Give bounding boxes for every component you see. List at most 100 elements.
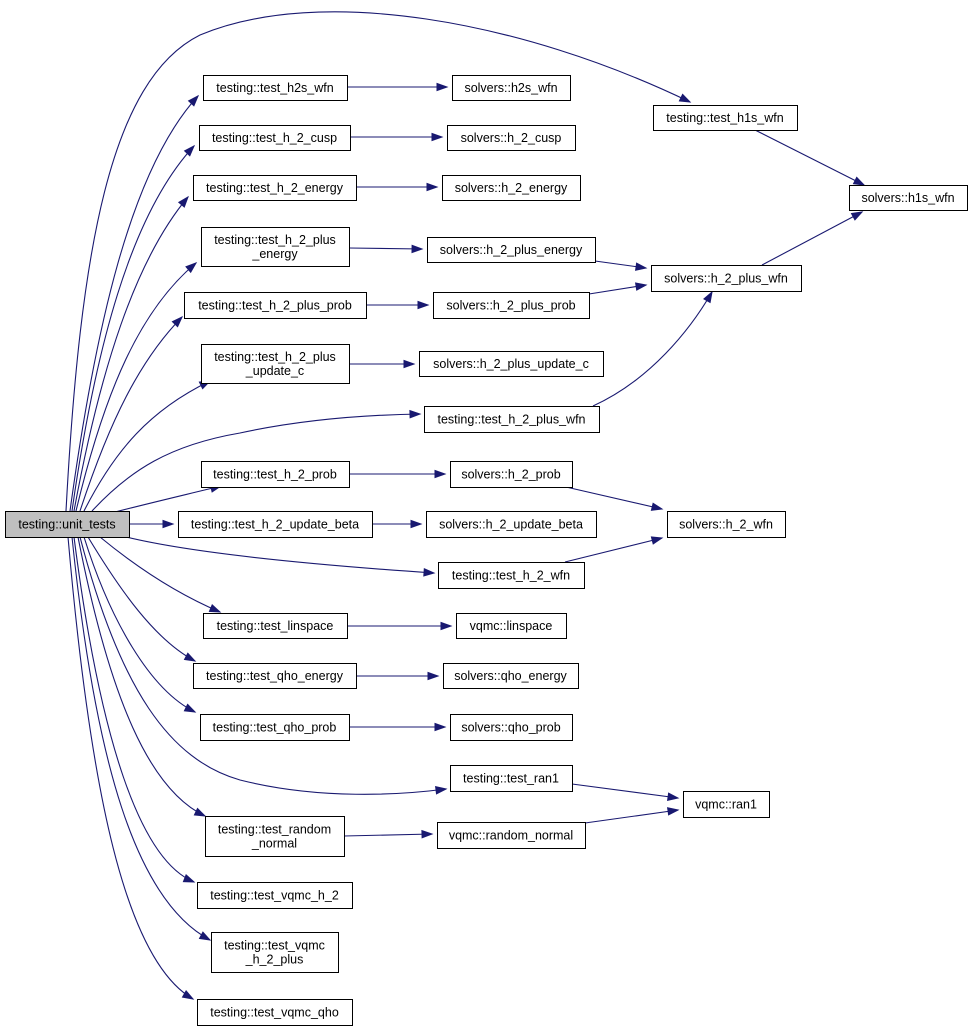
edge-test_h2s_wfn-to-h2s_wfn [347, 82, 449, 92]
node-random-normal[interactable]: vqmc::random_normal [437, 822, 586, 849]
edge-h_2_prob-to-h_2_wfn [565, 486, 664, 511]
node-label: testing::test_h_2_plus [214, 350, 336, 364]
arrowhead [183, 703, 197, 713]
node-label: testing::test_h1s_wfn [666, 111, 783, 125]
node-test-h-2-update-beta[interactable]: testing::test_h_2_update_beta [178, 511, 373, 538]
node-label: _energy [251, 247, 298, 261]
node-label: testing::test_qho_prob [213, 721, 337, 735]
arrowhead [171, 315, 184, 328]
node-unit-tests[interactable]: testing::unit_tests [5, 511, 130, 538]
node-qho-prob[interactable]: solvers::qho_prob [450, 714, 573, 741]
node-test-h-2-plus-prob[interactable]: testing::test_h_2_plus_prob [184, 292, 367, 319]
arrowhead [436, 82, 449, 92]
node-h-2-plus-energy[interactable]: solvers::h_2_plus_energy [427, 237, 596, 263]
node-label: testing::test_qho_energy [206, 669, 344, 683]
node-test-h-2-plus-energy[interactable]: testing::test_h_2_plus_energy [201, 227, 350, 267]
node-test-linspace[interactable]: testing::test_linspace [203, 613, 348, 639]
edge-unit_tests-to-test_qho_prob [83, 536, 197, 713]
edge-test_h_2_update_beta-to-h_2_update_beta [372, 519, 423, 529]
node-h-2-plus-wfn[interactable]: solvers::h_2_plus_wfn [651, 265, 802, 292]
edge-test_h_2_energy-to-h_2_energy [356, 182, 439, 192]
node-h-2-plus-update-c[interactable]: solvers::h_2_plus_update_c [419, 351, 604, 377]
node-label: testing::unit_tests [18, 518, 115, 532]
arrowhead [678, 93, 692, 103]
arrowhead [434, 469, 447, 479]
edge-test_h_2_plus_update_c-to-h_2_plus_update_c [349, 359, 416, 369]
node-test-h-2-wfn[interactable]: testing::test_h_2_wfn [438, 562, 585, 589]
node-test-h-2-plus-wfn[interactable]: testing::test_h_2_plus_wfn [424, 406, 600, 433]
node-label: testing::test_h_2_plus_wfn [437, 413, 585, 427]
node-h-2-energy[interactable]: solvers::h_2_energy [442, 175, 581, 201]
arrowhead [635, 262, 648, 271]
edge-h_2_plus_energy-to-h_2_plus_wfn [594, 260, 648, 271]
node-label: solvers::h_2_wfn [679, 518, 773, 532]
arrowhead [193, 807, 207, 817]
node-test-h-2-energy[interactable]: testing::test_h_2_energy [193, 175, 357, 201]
node-label: testing::test_h_2_update_beta [191, 518, 359, 532]
arrowhead [187, 94, 199, 107]
edge-random_normal-to-ran1 [584, 807, 680, 824]
node-label: testing::test_linspace [217, 619, 334, 633]
node-test-h-2-plus-update-c[interactable]: testing::test_h_2_plus_update_c [201, 344, 350, 384]
node-test-h2s-wfn[interactable]: testing::test_h2s_wfn [203, 75, 348, 101]
node-test-random-normal[interactable]: testing::test_random_normal [205, 816, 345, 857]
arrowhead [667, 792, 680, 801]
node-linspace[interactable]: vqmc::linspace [456, 613, 567, 639]
node-label: _update_c [245, 364, 304, 378]
arrowhead [182, 874, 196, 883]
edge-unit_tests-to-test_h_2_wfn [125, 536, 436, 577]
arrowhead [703, 290, 713, 304]
arrowhead [181, 990, 195, 1000]
node-h-2-cusp[interactable]: solvers::h_2_cusp [447, 125, 576, 151]
arrowhead [421, 829, 434, 839]
node-h1s-wfn[interactable]: solvers::h1s_wfn [849, 185, 968, 211]
node-label: testing::test_vqmc_h_2 [210, 889, 339, 903]
edge-test_ran1-to-ran1 [571, 783, 680, 801]
node-label: testing::test_ran1 [463, 772, 559, 786]
arrowhead [426, 182, 439, 192]
edge-unit_tests-to-test_random_normal [77, 536, 207, 817]
arrowhead [431, 132, 444, 142]
node-label: testing::test_h_2_cusp [212, 131, 337, 145]
edge-unit_tests-to-test_vqmc_h_2 [73, 536, 196, 883]
node-test-h1s-wfn[interactable]: testing::test_h1s_wfn [653, 105, 798, 131]
node-label: testing::test_vqmc [224, 939, 325, 953]
arrowhead [427, 671, 440, 681]
node-label: vqmc::linspace [470, 619, 553, 633]
node-test-vqmc-h-2[interactable]: testing::test_vqmc_h_2 [197, 882, 353, 909]
node-label: testing::test_h2s_wfn [216, 81, 333, 95]
node-test-ran1[interactable]: testing::test_ran1 [450, 765, 573, 792]
node-test-vqmc-h-2-plus[interactable]: testing::test_vqmc_h_2_plus [211, 932, 339, 973]
node-test-qho-prob[interactable]: testing::test_qho_prob [200, 714, 350, 741]
node-label: solvers::h_2_cusp [461, 131, 562, 145]
arrowhead [440, 621, 453, 631]
node-test-h-2-cusp[interactable]: testing::test_h_2_cusp [199, 125, 351, 151]
node-label: solvers::qho_prob [461, 721, 560, 735]
edge-test_linspace-to-linspace [347, 621, 453, 631]
node-h2s-wfn[interactable]: solvers::h2s_wfn [452, 75, 571, 101]
node-label: solvers::h_2_plus_wfn [664, 272, 788, 286]
node-label: solvers::h_2_plus_energy [440, 243, 583, 257]
edge-test_h_2_cusp-to-h_2_cusp [350, 132, 444, 142]
node-label: testing::test_vqmc_qho [210, 1006, 339, 1020]
edge-unit_tests-to-test_h_2_plus_wfn [91, 409, 422, 512]
node-ran1[interactable]: vqmc::ran1 [683, 791, 770, 818]
node-test-vqmc-qho[interactable]: testing::test_vqmc_qho [197, 999, 353, 1026]
node-h-2-plus-prob[interactable]: solvers::h_2_plus_prob [433, 292, 590, 319]
node-test-qho-energy[interactable]: testing::test_qho_energy [193, 663, 357, 689]
node-h-2-wfn[interactable]: solvers::h_2_wfn [667, 511, 786, 538]
edge-unit_tests-to-test_h_2_prob [114, 484, 223, 513]
edge-test_h_2_plus_wfn-to-h_2_plus_wfn [592, 290, 713, 407]
node-h-2-update-beta[interactable]: solvers::h_2_update_beta [426, 511, 597, 538]
node-test-h-2-prob[interactable]: testing::test_h_2_prob [201, 461, 350, 488]
node-label: solvers::h_2_plus_prob [446, 299, 575, 313]
node-label: testing::test_random [218, 823, 331, 837]
node-label: vqmc::random_normal [449, 829, 573, 843]
edge-h_2_plus_prob-to-h_2_plus_wfn [588, 282, 648, 295]
node-h-2-prob[interactable]: solvers::h_2_prob [450, 461, 573, 488]
arrowhead [850, 211, 864, 221]
edge-test_qho_prob-to-qho_prob [349, 722, 447, 732]
node-label: solvers::h_2_energy [455, 181, 568, 195]
node-qho-energy[interactable]: solvers::qho_energy [443, 663, 579, 689]
arrowhead [208, 603, 222, 613]
